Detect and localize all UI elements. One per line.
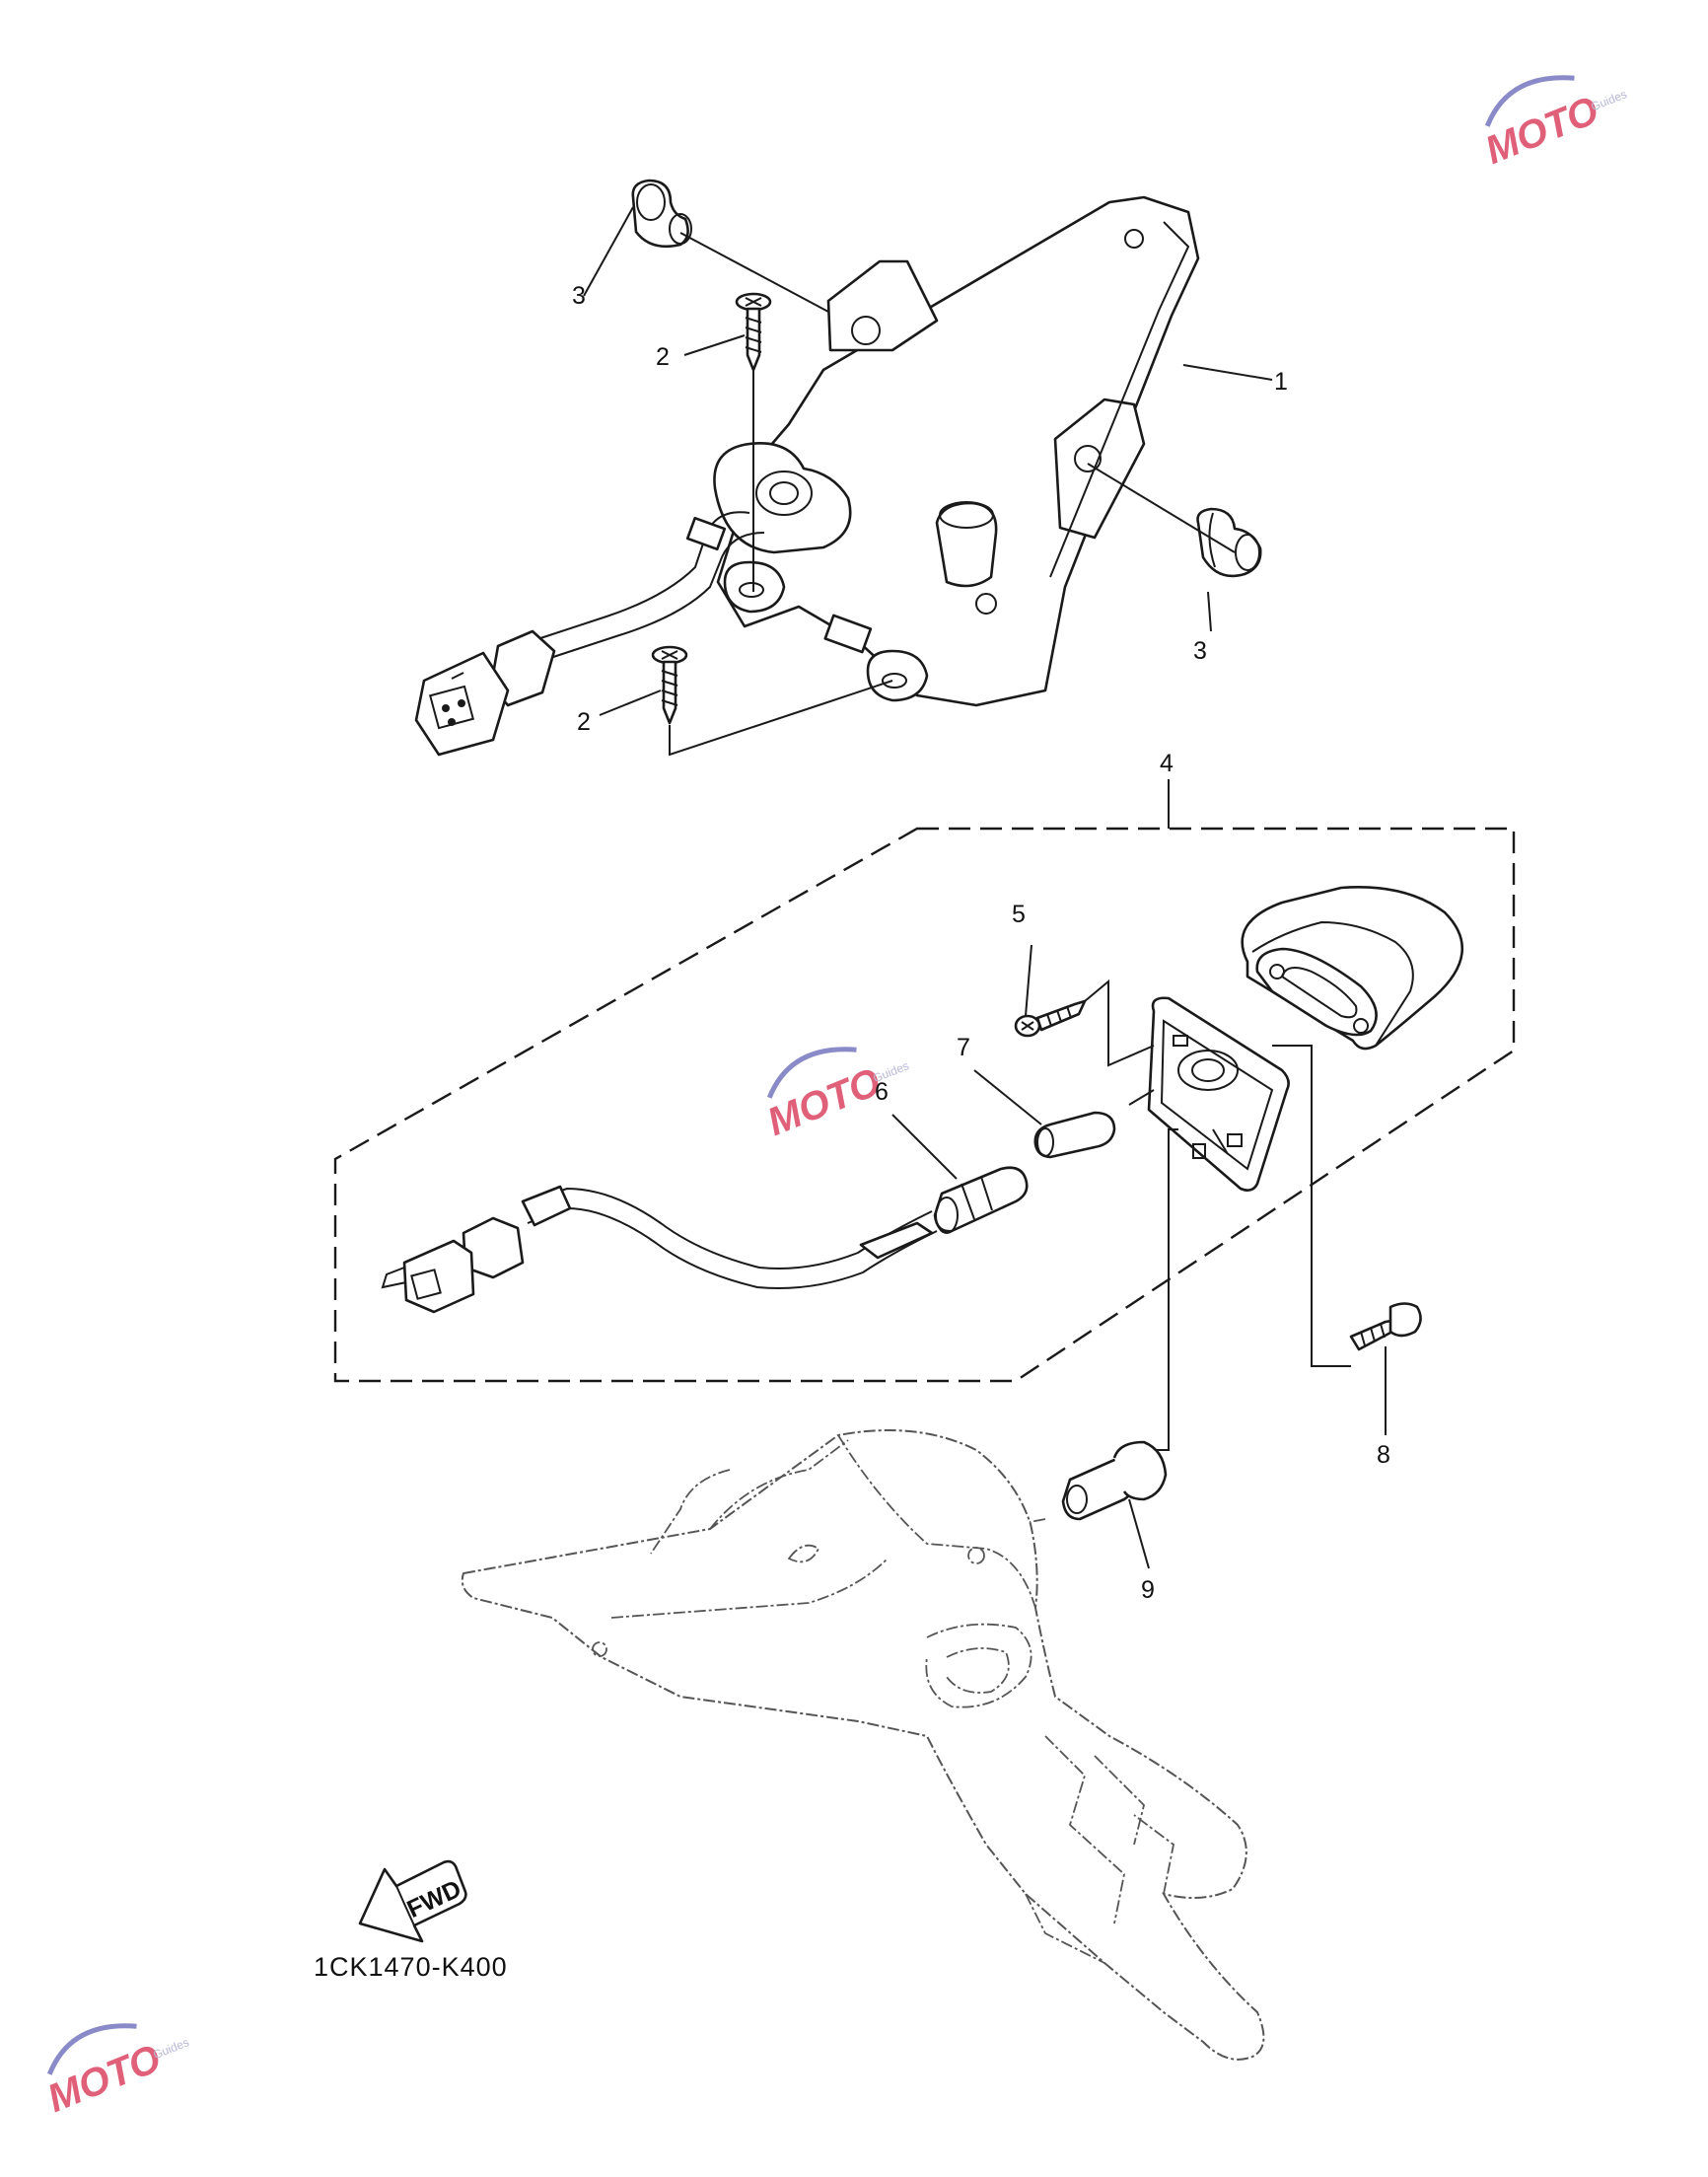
screw-8 — [1349, 1302, 1422, 1351]
lamp-cord — [521, 1185, 938, 1289]
watermark-center: MOTO Guides — [761, 1047, 911, 1144]
screw-lower — [651, 645, 688, 725]
watermark-top-right: MOTO Guides — [1479, 75, 1629, 173]
callout-3-right: 3 — [1193, 637, 1207, 665]
watermark-sub: Guides — [151, 2035, 191, 2062]
watermark-brand: MOTO — [761, 1060, 887, 1144]
grommet-upper — [631, 179, 692, 249]
bulb-7 — [1033, 1111, 1116, 1159]
watermark-sub: Guides — [1589, 87, 1629, 113]
watermark-brand: MOTO — [41, 2037, 167, 2121]
diagram-code: 1CK1470-K400 — [314, 1952, 508, 1982]
callout-8: 8 — [1377, 1441, 1390, 1469]
callout-3-upper: 3 — [572, 282, 586, 310]
callout-4: 4 — [1160, 750, 1174, 777]
lamp-assembly-boundary — [333, 827, 1516, 1383]
taillight-housing — [414, 195, 1200, 757]
callout-7: 7 — [957, 1034, 970, 1061]
callout-6: 6 — [875, 1078, 889, 1106]
callout-2-lower: 2 — [577, 708, 591, 736]
lamp-connector — [381, 1216, 525, 1314]
callout-5: 5 — [1012, 901, 1026, 928]
screw-upper — [735, 292, 772, 372]
callout-1: 1 — [1274, 368, 1288, 396]
watermark-brand: MOTO — [1479, 89, 1604, 173]
watermark-bottom-left: MOTO Guides — [41, 2023, 191, 2121]
callout-9: 9 — [1141, 1576, 1155, 1604]
grommet-right — [1196, 507, 1262, 578]
socket-6 — [933, 1166, 1029, 1234]
callout-2-upper: 2 — [656, 343, 670, 371]
lamp-lens — [1241, 886, 1464, 1051]
lamp-base — [1147, 996, 1290, 1192]
collar-9 — [1061, 1440, 1168, 1521]
fwd-arrow-icon: FWD — [358, 1859, 467, 1943]
rear-fender-phantom — [461, 1429, 1265, 2061]
screw-5 — [1014, 999, 1087, 1038]
